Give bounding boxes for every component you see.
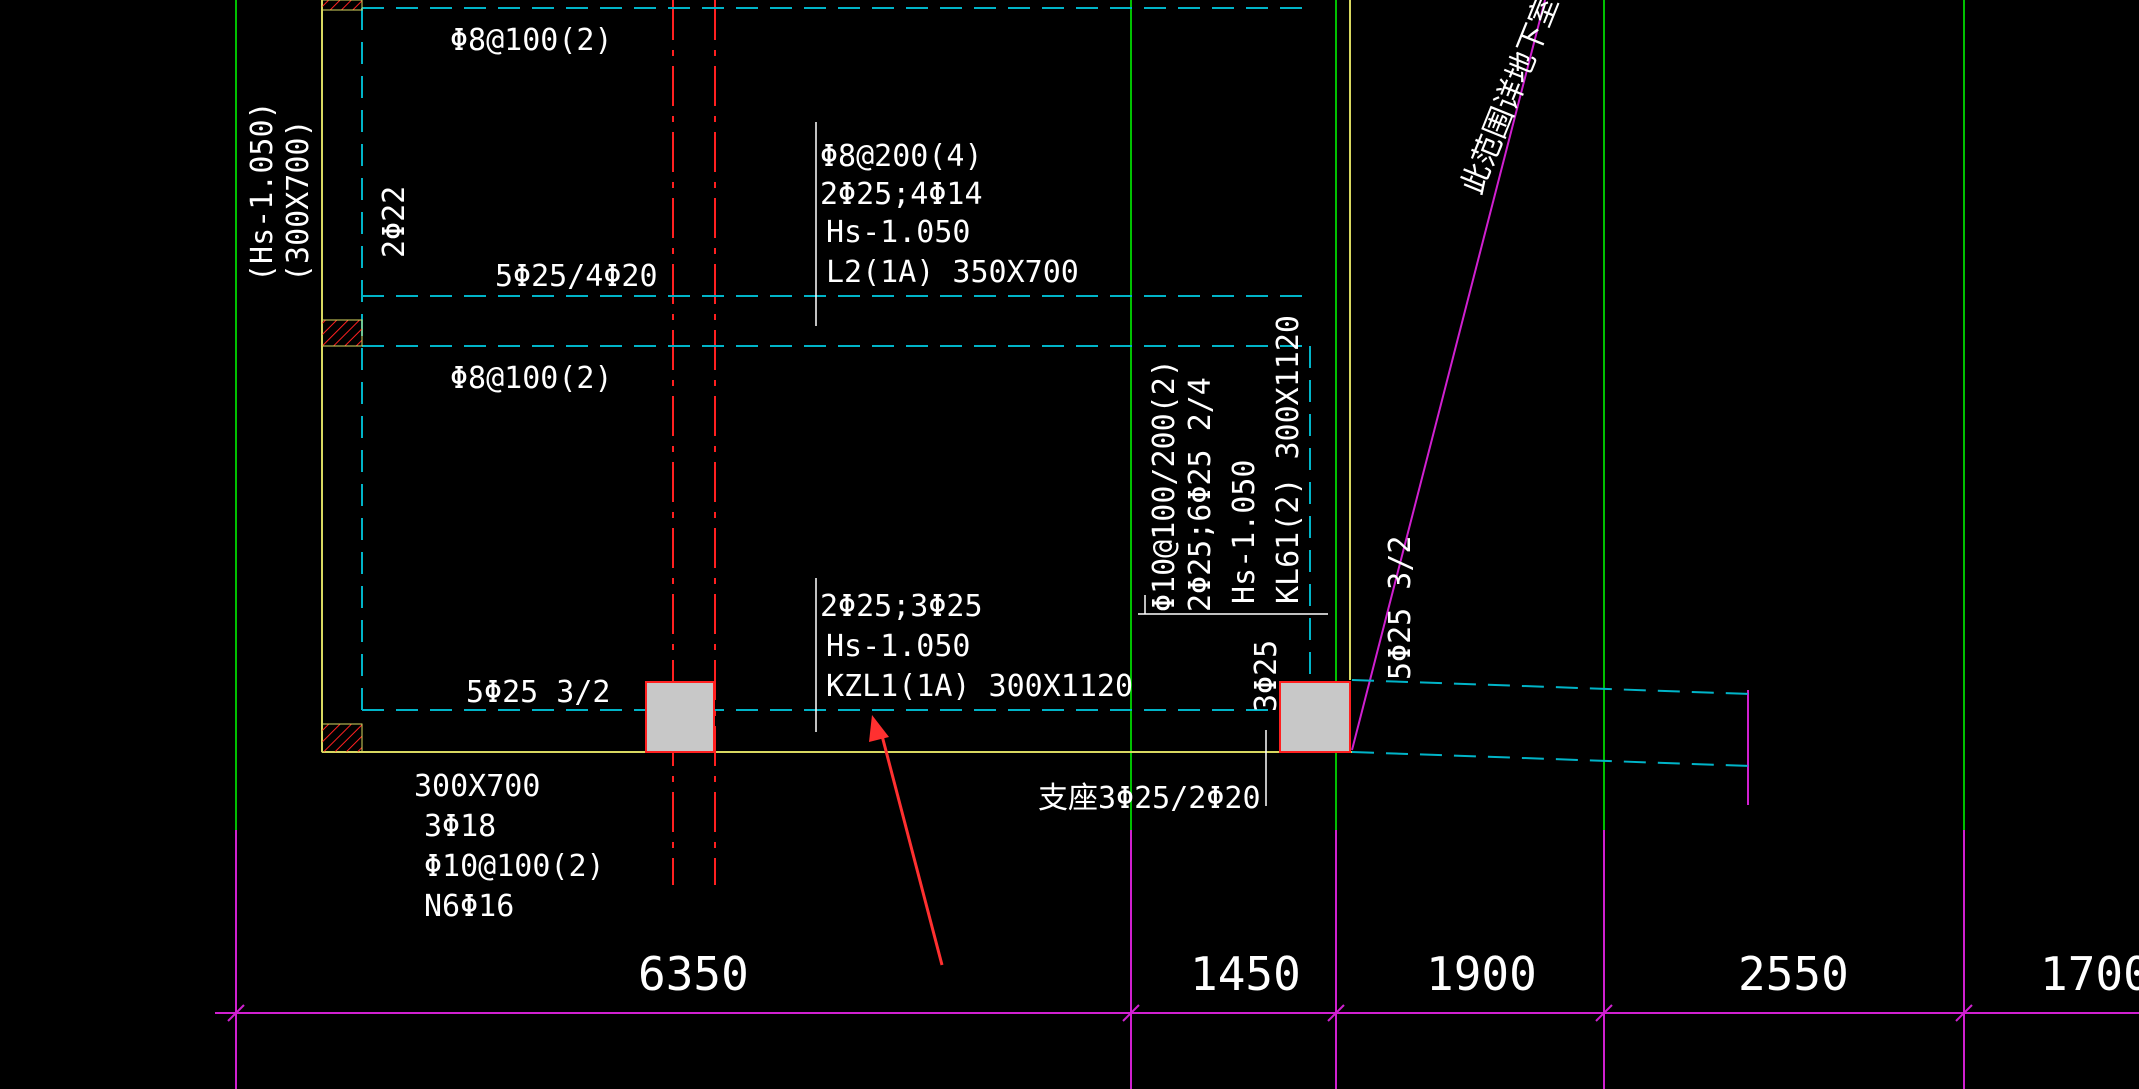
kl61-line1: Φ10@100/200(2) xyxy=(1147,359,1182,612)
beam-right-ext-top xyxy=(1351,679,1751,695)
beam-right-ext-bottom xyxy=(1351,751,1751,767)
right-5phi25-32: 5Φ25 3/2 xyxy=(1383,536,1418,681)
kl61-line3: Hs-1.050 xyxy=(1227,460,1262,605)
annotations: Φ8@100(2) Φ8@100(2) (Hs-1.050) (300X700)… xyxy=(245,0,1600,924)
kzl1-line1: 2Φ25;3Φ25 xyxy=(820,589,983,624)
kzl1-line3: KZL1(1A) 300X1120 xyxy=(826,669,1133,704)
dimension-texts: 6350 1450 1900 2550 1700 xyxy=(638,947,2139,1001)
rebar-top-1: Φ8@100(2) xyxy=(450,23,613,58)
columns xyxy=(645,681,1351,753)
hatch-block-bottom xyxy=(321,723,363,753)
dim-text-1450: 1450 xyxy=(1190,947,1301,1001)
dim-tick-1 xyxy=(227,1004,245,1022)
hatch-block-top xyxy=(321,0,363,11)
hatched-wall-ends xyxy=(321,0,363,753)
dim-text-6350: 6350 xyxy=(638,947,749,1001)
leader-lines xyxy=(815,122,1328,806)
arrow-head xyxy=(869,715,889,742)
wall-lines xyxy=(321,0,1352,753)
side-label-2: (300X700) xyxy=(281,119,316,282)
vert-3phi25: 3Φ25 xyxy=(1249,640,1284,712)
hatch-block-mid xyxy=(321,319,363,347)
beam-below-3: Φ10@100(2) xyxy=(424,849,605,884)
beam-lines xyxy=(361,7,1751,767)
dim-text-1700: 1700 xyxy=(2040,947,2139,1001)
beam-below-1: 300X700 xyxy=(414,769,540,804)
bottom-5phi25-32: 5Φ25 3/2 xyxy=(466,675,611,710)
l2-line2: 2Φ25;4Φ14 xyxy=(820,177,983,212)
dim-tick-2 xyxy=(1122,1004,1140,1022)
diagonal-note: 此范围详地下室顶板图 xyxy=(1455,0,1600,199)
bottom-5phi25-4phi20: 5Φ25/4Φ20 xyxy=(495,259,658,294)
support-label: 支座3Φ25/2Φ20 xyxy=(1038,781,1261,816)
column-right xyxy=(1279,681,1351,753)
dim-text-2550: 2550 xyxy=(1738,947,1849,1001)
kl61-line4: KL61(2) 300X1120 xyxy=(1271,315,1306,604)
beam-below-4: N6Φ16 xyxy=(424,889,514,924)
left-2phi22-label: 2Φ22 xyxy=(377,186,412,258)
dim-text-1900: 1900 xyxy=(1426,947,1537,1001)
kl61-line2: 2Φ25;6Φ25 2/4 xyxy=(1183,377,1218,612)
diagonal-boundary-line xyxy=(1351,0,1546,751)
column-left xyxy=(645,681,715,753)
annotation-arrow xyxy=(869,715,944,966)
dim-tick-5 xyxy=(1955,1004,1973,1022)
arrow-shaft xyxy=(878,727,944,966)
l2-line1: Φ8@200(4) xyxy=(820,139,983,174)
l2-line4: L2(1A) 350X700 xyxy=(826,255,1079,290)
dim-tick-4 xyxy=(1595,1004,1613,1022)
rebar-top-2: Φ8@100(2) xyxy=(450,361,613,396)
dim-tick-3 xyxy=(1327,1004,1345,1022)
beam-below-2: 3Φ18 xyxy=(424,809,496,844)
grid-lines xyxy=(235,0,1965,1089)
side-label-1: (Hs-1.050) xyxy=(245,101,280,282)
kzl1-line2: Hs-1.050 xyxy=(826,629,971,664)
l2-line3: Hs-1.050 xyxy=(826,215,971,250)
dimension-lines xyxy=(215,0,2139,1089)
